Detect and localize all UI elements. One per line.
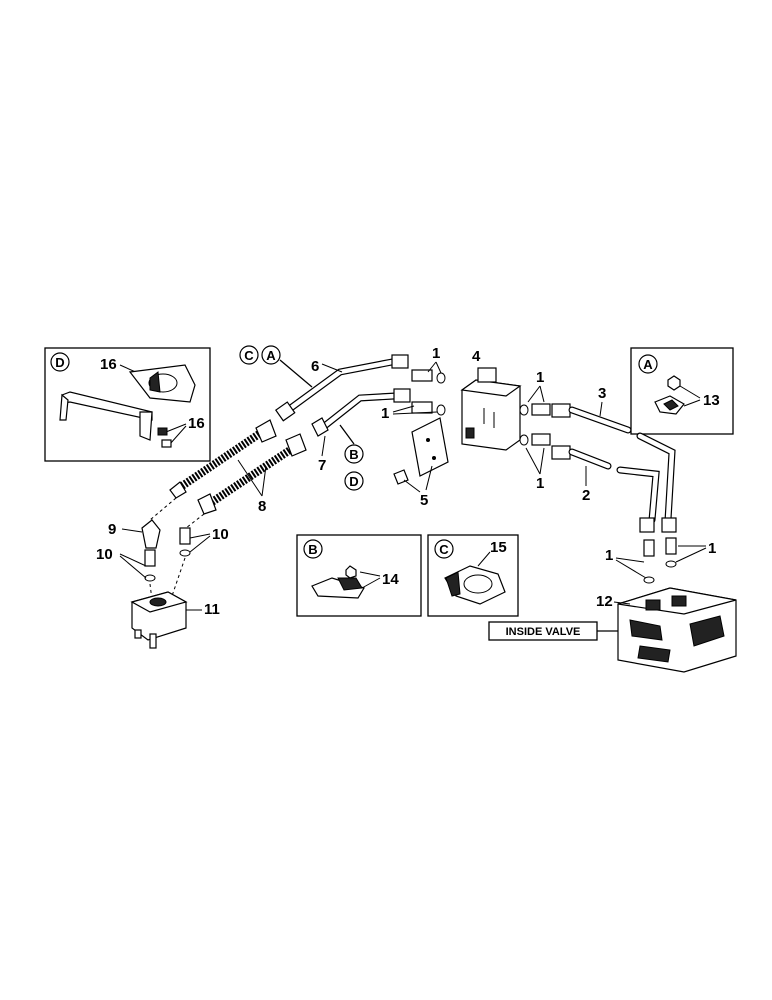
fitting-10-right xyxy=(179,527,191,557)
callout-10-left: 10 xyxy=(96,546,113,563)
callout-16-top: 16 xyxy=(100,356,117,373)
callout-16-bottom: 16 xyxy=(188,415,205,432)
callout-7: 7 xyxy=(318,457,326,474)
callout-8: 8 xyxy=(258,498,266,515)
tube-3 xyxy=(551,403,677,533)
callout-1-f: 1 xyxy=(708,540,716,557)
pump-11 xyxy=(130,591,188,649)
elbow-fitting-9 xyxy=(141,519,161,549)
callout-12: 12 xyxy=(596,593,613,610)
inset-d-letter: D xyxy=(55,355,64,370)
inset-b-letter: B xyxy=(308,542,317,557)
callout-14: 14 xyxy=(382,571,399,588)
fitting-10-left xyxy=(144,549,156,582)
inset-b: B 14 xyxy=(296,534,422,617)
callout-4: 4 xyxy=(472,348,481,365)
tube-2 xyxy=(551,445,660,533)
inset-a-letter: A xyxy=(643,357,653,372)
callout-10-right: 10 xyxy=(212,526,229,543)
callout-1-d: 1 xyxy=(536,475,544,492)
support-bar-16 xyxy=(59,391,153,441)
fittings-1-right xyxy=(519,403,551,446)
callout-1-a: 1 xyxy=(432,345,440,362)
fittings-1-bottom xyxy=(643,537,677,584)
label-b-main: B xyxy=(349,447,358,462)
tube-7 xyxy=(311,388,411,437)
callout-11: 11 xyxy=(204,601,220,618)
route-labels-bd: B D xyxy=(339,424,364,491)
hose-8-lower xyxy=(197,433,307,515)
inset-c-letter: C xyxy=(439,542,449,557)
valve-block-4 xyxy=(460,367,522,451)
clamp-bracket-16 xyxy=(128,364,196,403)
callout-1-b: 1 xyxy=(381,405,389,422)
callout-9: 9 xyxy=(108,521,116,538)
callout-15: 15 xyxy=(490,539,507,556)
label-c-main: C xyxy=(244,348,254,363)
callout-2: 2 xyxy=(582,487,590,504)
label-a-main: A xyxy=(266,348,276,363)
fittings-1-left xyxy=(411,369,446,416)
hose-8-upper xyxy=(169,419,277,499)
callout-3: 3 xyxy=(598,385,606,402)
control-valve-12 xyxy=(617,587,737,673)
route-labels-ca: C A xyxy=(239,345,313,388)
tube-6 xyxy=(274,354,409,422)
inset-a: A 13 xyxy=(630,347,734,435)
label-d-main: D xyxy=(349,474,358,489)
inside-valve-tag: INSIDE VALVE xyxy=(488,621,618,641)
inset-c: C 15 xyxy=(427,534,519,617)
inset-d: D 16 16 xyxy=(44,347,211,462)
callout-1-e: 1 xyxy=(605,547,613,564)
callout-5: 5 xyxy=(420,492,428,509)
inside-valve-label: INSIDE VALVE xyxy=(506,626,581,638)
callout-13: 13 xyxy=(703,392,720,409)
callout-1-c: 1 xyxy=(536,369,544,386)
mounting-plate-5 xyxy=(393,417,449,485)
callout-6: 6 xyxy=(311,358,319,375)
